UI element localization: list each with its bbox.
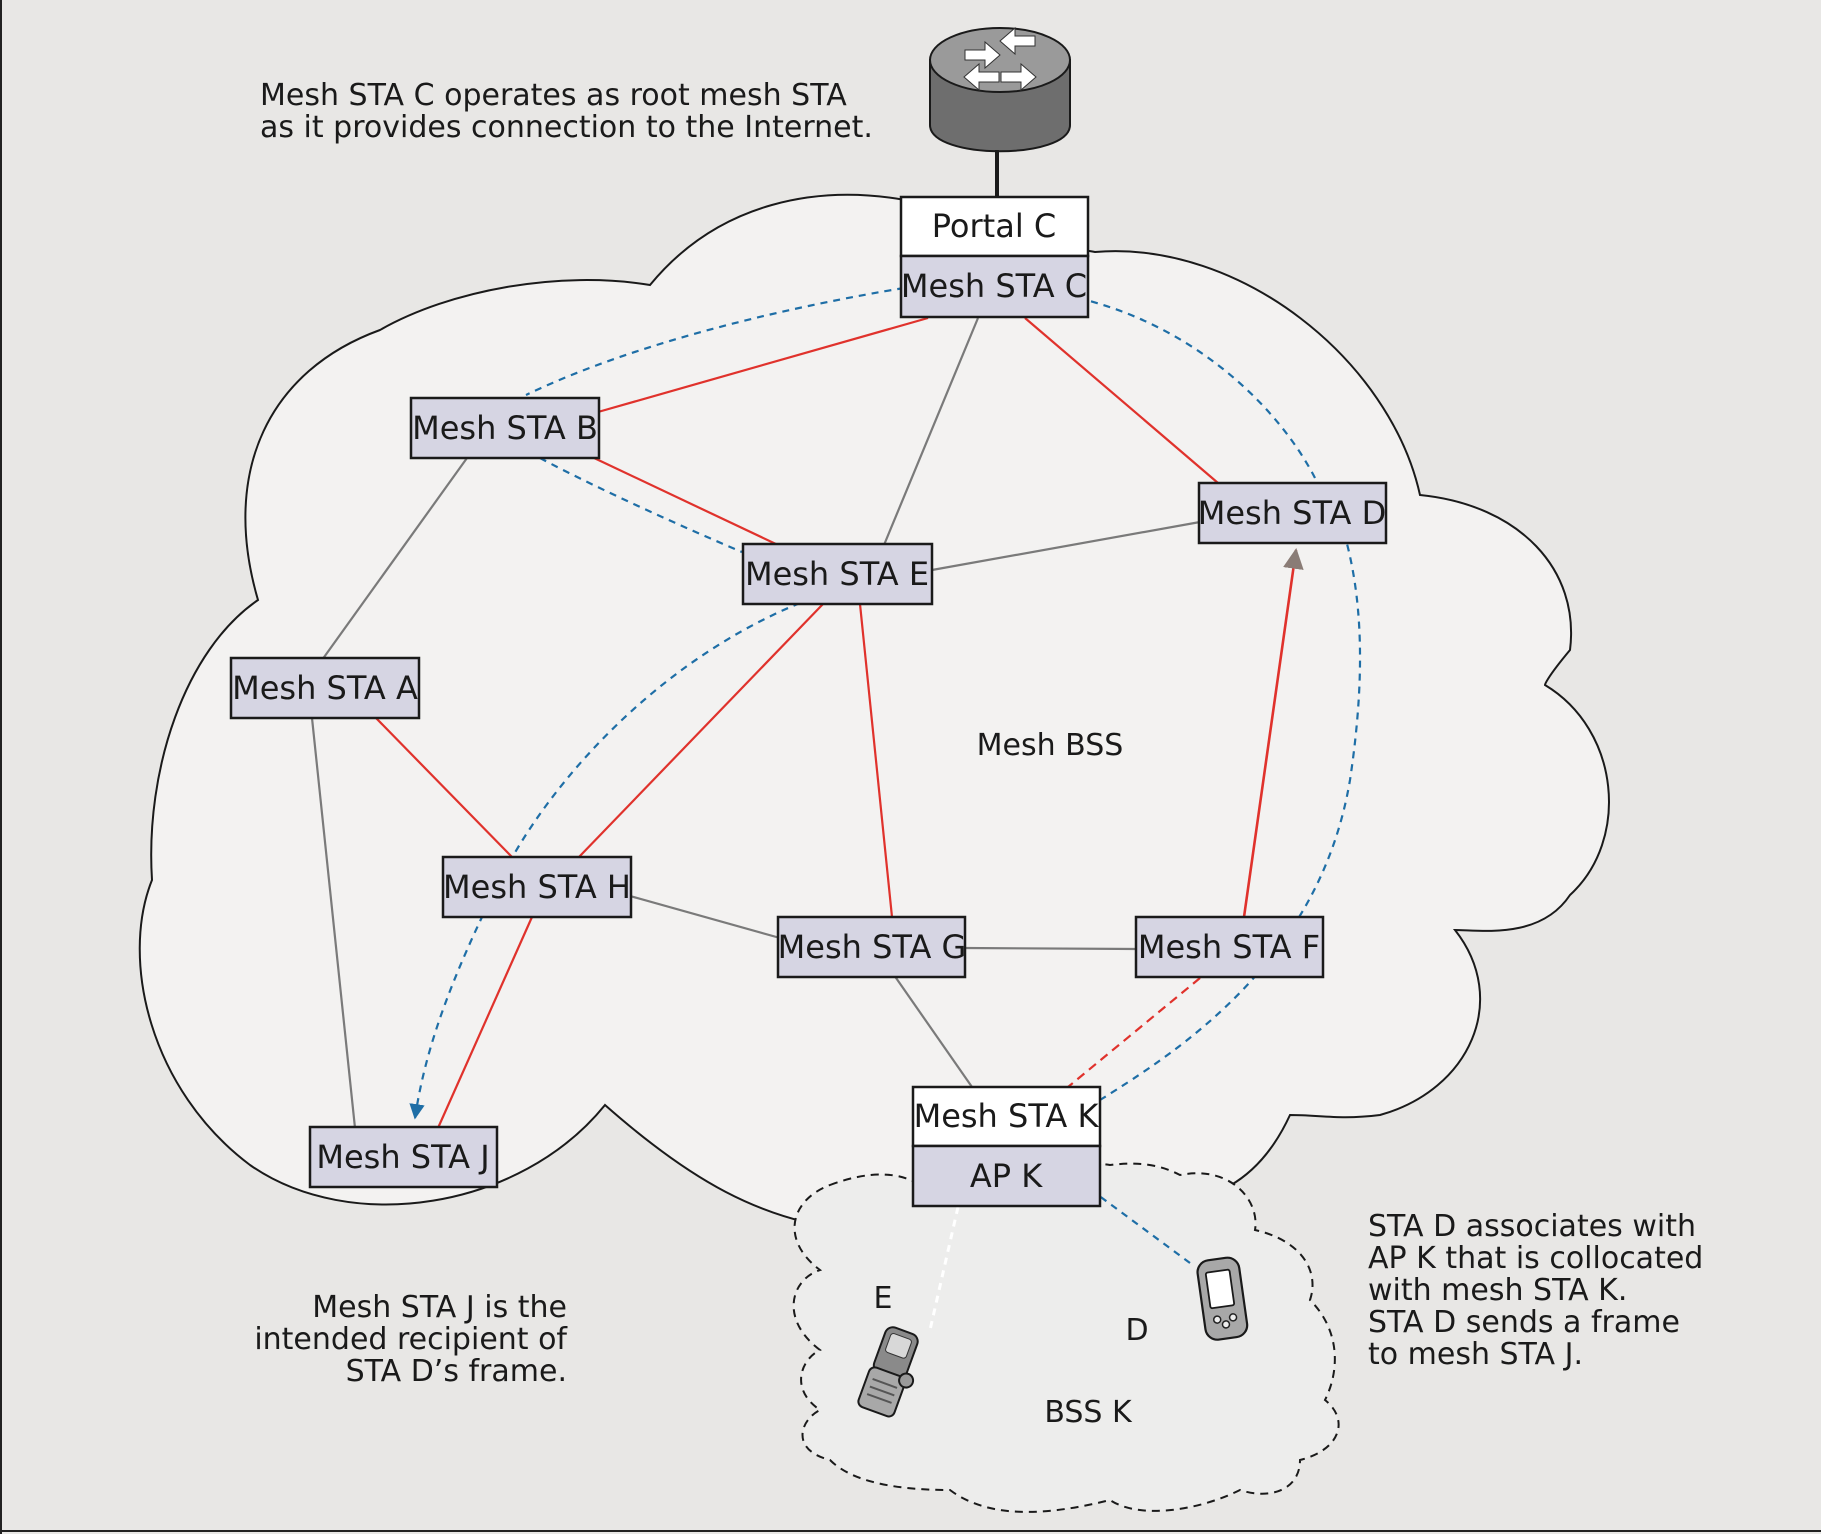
assoc-note-line-3: with mesh STA K. xyxy=(1368,1273,1627,1308)
link-h-j xyxy=(436,916,534,1129)
link-g-f xyxy=(963,946,1138,951)
node-mesh-sta-g[interactable]: Mesh STA G xyxy=(776,915,967,979)
mesh-sta-d-label: Mesh STA D xyxy=(1198,494,1387,532)
bss-k-cloud xyxy=(792,1162,1340,1513)
ap-k-label: AP K xyxy=(970,1157,1043,1195)
path-d-c xyxy=(1085,298,1316,479)
mesh-sta-e-label: Mesh STA E xyxy=(745,555,929,593)
link-b-a xyxy=(321,457,468,661)
link-e-d xyxy=(931,520,1201,572)
node-mesh-sta-a[interactable]: Mesh STA A xyxy=(229,656,421,720)
link-f-d-arrow xyxy=(1242,547,1304,918)
root-note-line-2: as it provides connection to the Interne… xyxy=(260,110,873,145)
router-icon xyxy=(929,26,1071,153)
path-k-f-d xyxy=(1099,519,1362,1101)
link-e-g xyxy=(858,603,894,918)
link-c-b xyxy=(597,316,929,414)
node-mesh-sta-h[interactable]: Mesh STA H xyxy=(441,855,633,919)
link-e-h xyxy=(578,603,824,858)
link-a-j xyxy=(310,717,357,1129)
mesh-sta-f-label: Mesh STA F xyxy=(1138,928,1320,966)
mesh-sta-h-label: Mesh STA H xyxy=(443,868,631,906)
gray-links xyxy=(310,317,1201,1129)
mesh-sta-j-label: Mesh STA J xyxy=(316,1138,489,1176)
link-g-k xyxy=(893,974,973,1088)
root-note: Mesh STA C operates as root mesh STA as … xyxy=(260,78,873,145)
bss-k-label: BSS K xyxy=(1044,1395,1133,1430)
recipient-note: Mesh STA J is the intended recipient of … xyxy=(254,1290,568,1389)
node-mesh-sta-c[interactable]: Mesh STA C xyxy=(899,254,1090,319)
path-c-b xyxy=(525,286,905,396)
mesh-bss-label: Mesh BSS xyxy=(977,728,1124,763)
recipient-note-line-2: intended recipient of xyxy=(254,1322,568,1357)
assoc-note-line-5: to mesh STA J. xyxy=(1368,1337,1583,1372)
link-apk-sta-e xyxy=(928,1206,960,1331)
node-mesh-sta-j[interactable]: Mesh STA J xyxy=(308,1125,499,1189)
node-mesh-sta-e[interactable]: Mesh STA E xyxy=(741,542,934,606)
link-b-e xyxy=(591,456,779,546)
recipient-note-line-1: Mesh STA J is the xyxy=(312,1290,567,1325)
node-mesh-sta-b[interactable]: Mesh STA B xyxy=(409,396,601,460)
mesh-sta-k-label: Mesh STA K xyxy=(914,1097,1100,1135)
mesh-sta-a-label: Mesh STA A xyxy=(232,669,418,707)
node-ap-k[interactable]: AP K xyxy=(911,1144,1102,1208)
flip-phone-icon[interactable] xyxy=(857,1324,929,1420)
pda-icon[interactable] xyxy=(1196,1256,1249,1341)
assoc-note-line-4: STA D sends a frame xyxy=(1368,1305,1680,1340)
link-a-h xyxy=(375,717,513,858)
path-d-to-apk xyxy=(1097,1194,1191,1264)
link-k-f-dashed xyxy=(1067,977,1201,1088)
path-b-e xyxy=(539,457,743,554)
assoc-note-line-2: AP K that is collocated xyxy=(1368,1241,1703,1276)
sta-d-label: D xyxy=(1125,1313,1148,1348)
link-h-g xyxy=(629,894,781,940)
assoc-note: STA D associates with AP K that is collo… xyxy=(1368,1209,1703,1372)
sta-e-label: E xyxy=(874,1281,893,1316)
link-c-d xyxy=(1024,317,1219,484)
mesh-sta-b-label: Mesh STA B xyxy=(412,409,598,447)
mesh-sta-c-label: Mesh STA C xyxy=(901,267,1087,305)
node-mesh-sta-f[interactable]: Mesh STA F xyxy=(1134,915,1325,979)
root-note-line-1: Mesh STA C operates as root mesh STA xyxy=(260,78,847,113)
portal-c-label: Portal C xyxy=(932,207,1056,245)
assoc-note-line-1: STA D associates with xyxy=(1368,1209,1696,1244)
node-portal-c[interactable]: Portal C xyxy=(899,195,1090,258)
mesh-sta-g-label: Mesh STA G xyxy=(778,928,967,966)
recipient-note-line-3: STA D’s frame. xyxy=(346,1354,567,1389)
link-c-e xyxy=(882,317,980,546)
red-links xyxy=(375,316,1304,1129)
node-mesh-sta-d[interactable]: Mesh STA D xyxy=(1197,481,1388,545)
node-mesh-sta-k[interactable]: Mesh STA K xyxy=(911,1085,1102,1148)
